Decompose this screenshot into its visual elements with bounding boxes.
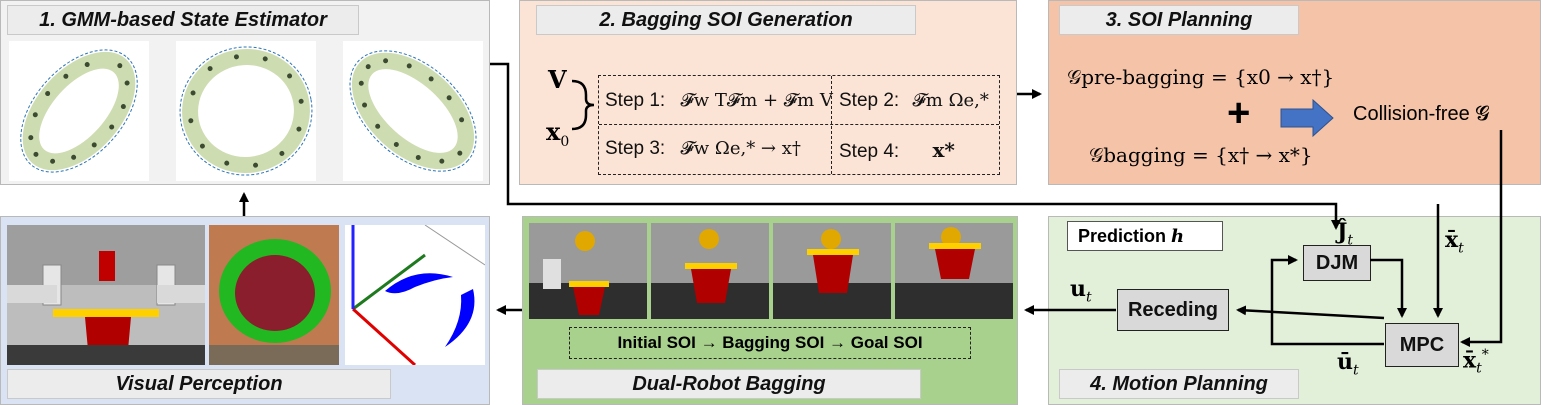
- panel-title: 3. SOI Planning: [1059, 5, 1299, 35]
- panel-visual-perception: Visual Perception: [0, 216, 490, 405]
- step-formula: 𝓕w Ωe,* → x†: [680, 138, 801, 159]
- ellipse-ring-svg: [179, 46, 313, 176]
- steps-grid: Step 1: 𝓕w T𝓕m + 𝓕m V Step 2: 𝓕m Ωe,* St…: [598, 75, 1000, 175]
- step-formula: 𝓕m Ωe,*: [912, 90, 989, 111]
- prediction-text: Prediction: [1078, 226, 1167, 246]
- ellipse-ring-svg: [349, 50, 477, 172]
- step-formula: x*: [932, 138, 955, 162]
- signal-u-bar: ūt: [1337, 349, 1359, 378]
- soi-sequence-box: Initial SOI → Bagging SOI → Goal SOI: [569, 327, 971, 359]
- collision-free-label: Collision-free 𝓖: [1353, 103, 1490, 125]
- step-label: Step 3:: [605, 138, 666, 159]
- prediction-label: Prediction h: [1067, 221, 1223, 251]
- point-cloud-plot: [345, 225, 485, 365]
- panel-motion-planning: Prediction h DJM Receding MPC Ĵt ūt x̄t*…: [1048, 216, 1541, 405]
- signal-symbol: u: [1070, 276, 1086, 302]
- signal-superscript: *: [1481, 347, 1489, 363]
- signal-symbol: Ĵ: [1337, 219, 1348, 245]
- step-1: Step 1: 𝓕w T𝓕m + 𝓕m V: [605, 90, 833, 112]
- blue-arrow-svg: [1280, 98, 1334, 138]
- step-label: Step 4:: [839, 141, 900, 162]
- mpc-block: MPC: [1385, 323, 1459, 367]
- panel-title: Visual Perception: [7, 369, 391, 399]
- panel-title: 4. Motion Planning: [1059, 369, 1299, 399]
- gmm-ellipse-1: [9, 41, 149, 181]
- step-2: Step 2: 𝓕m Ωe,*: [839, 90, 989, 112]
- panel-state-estimator: 1. GMM-based State Estimator: [0, 0, 490, 185]
- step-3: Step 3: 𝓕w Ωe,* → x†: [605, 138, 801, 160]
- panel-title: Dual-Robot Bagging: [537, 369, 921, 399]
- djm-block: DJM: [1303, 245, 1371, 281]
- bagging-frame-1: [529, 223, 647, 319]
- signal-subscript: t: [1347, 232, 1354, 249]
- signal-symbol: x̄: [1463, 347, 1477, 374]
- panel-title: 1. GMM-based State Estimator: [7, 5, 359, 35]
- segmentation-photo: [209, 225, 339, 365]
- signal-subscript: t: [1458, 240, 1464, 257]
- signal-symbol: ū: [1337, 349, 1353, 375]
- bagging-frame-4: [895, 223, 1013, 319]
- step-label: Step 2:: [839, 90, 900, 111]
- bagging-frame-3: [773, 223, 891, 319]
- signal-x-star: x̄t*: [1463, 347, 1489, 377]
- panel-dual-robot-bagging: Initial SOI → Bagging SOI → Goal SOI Dua…: [522, 216, 1018, 405]
- ellipse-ring-svg: [20, 49, 138, 173]
- step-4: Step 4: x*: [839, 138, 955, 163]
- signal-subscript: t: [1086, 289, 1092, 306]
- panel-soi-generation: 2. Bagging SOI Generation V x0 Step 1: 𝓕…: [519, 0, 1017, 185]
- receding-block: Receding: [1117, 289, 1229, 331]
- step-formula: 𝓕w T𝓕m + 𝓕m V: [680, 90, 833, 111]
- signal-x-bar: x̄t: [1445, 227, 1464, 256]
- signal-subscript: t: [1353, 362, 1359, 379]
- signal-symbol: x̄: [1445, 227, 1459, 253]
- signal-subscript: t: [1476, 360, 1482, 377]
- robot-camera-photo: [7, 225, 205, 365]
- signal-j-hat: Ĵt: [1337, 219, 1353, 248]
- signal-u: ut: [1070, 276, 1092, 305]
- gmm-ellipse-3: [343, 41, 483, 181]
- prediction-variable: h: [1171, 226, 1185, 247]
- bagging-frame-2: [651, 223, 769, 319]
- gmm-ellipse-2: [176, 41, 316, 181]
- panel-title: 2. Bagging SOI Generation: [536, 5, 916, 35]
- step-label: Step 1:: [605, 90, 666, 111]
- panel-soi-planning: 3. SOI Planning 𝒢pre-bagging = {x0 → x†}…: [1048, 0, 1541, 185]
